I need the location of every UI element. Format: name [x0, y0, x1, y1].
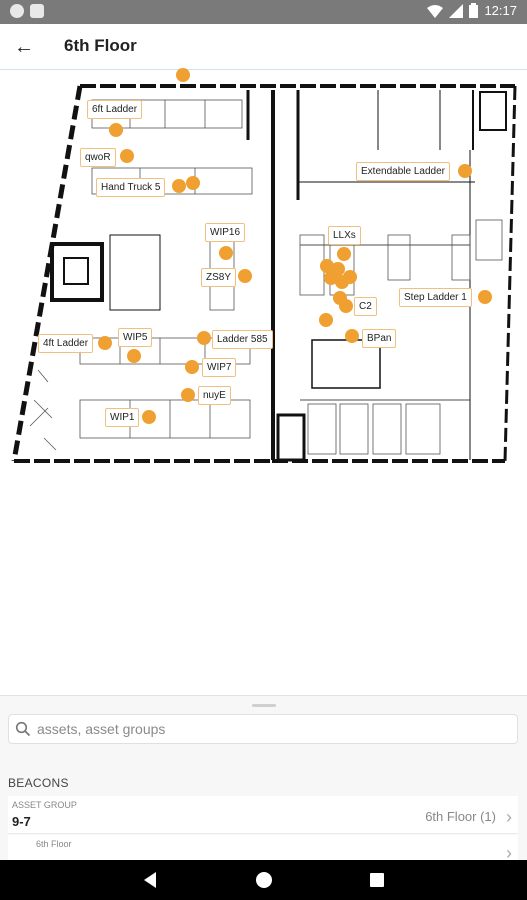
asset-pin[interactable] — [127, 349, 141, 363]
asset-label-4ft-ladder[interactable]: 4ft Ladder — [38, 334, 94, 353]
asset-label-zs8y[interactable]: ZS8Y — [201, 268, 237, 287]
asset-pin[interactable] — [186, 176, 200, 190]
floor-map[interactable]: 6ft Ladder qwoR Hand Truck 5 Extendable … — [0, 68, 527, 695]
asset-label-qwor[interactable]: qwoR — [80, 148, 116, 167]
asset-pin[interactable] — [319, 313, 333, 327]
bottom-sheet: BEACONS ASSET GROUP 9-7 6th Floor (1) › … — [0, 695, 527, 863]
asset-pin[interactable] — [337, 247, 351, 261]
item-caption: 6th Floor — [36, 839, 72, 849]
sd-card-icon — [30, 4, 44, 18]
asset-pin[interactable] — [320, 259, 334, 273]
asset-pin[interactable] — [185, 360, 199, 374]
asset-pin[interactable] — [339, 299, 353, 313]
section-title-beacons: BEACONS — [8, 776, 69, 790]
asset-label-step-ladder[interactable]: Step Ladder 1 — [399, 288, 472, 307]
asset-label-bpan[interactable]: BPan — [362, 329, 397, 348]
item-caption: ASSET GROUP — [12, 800, 77, 810]
asset-pin[interactable] — [478, 290, 492, 304]
asset-pin[interactable] — [345, 329, 359, 343]
asset-pin[interactable] — [176, 68, 190, 82]
chevron-right-icon: › — [506, 807, 512, 827]
nav-recents-icon[interactable] — [370, 873, 384, 887]
battery-icon — [469, 3, 479, 18]
chevron-right-icon: › — [506, 843, 512, 863]
asset-label-wip5[interactable]: WIP5 — [118, 328, 153, 347]
asset-label-wip1[interactable]: WIP1 — [105, 408, 140, 427]
asset-pin[interactable] — [181, 388, 195, 402]
clock: 12:17 — [484, 3, 517, 18]
asset-pin[interactable] — [142, 410, 156, 424]
asset-pin[interactable] — [172, 179, 186, 193]
asset-pin[interactable] — [109, 123, 123, 137]
asset-pin[interactable] — [458, 164, 472, 178]
search-bar[interactable] — [8, 714, 518, 744]
asset-pin[interactable] — [120, 149, 134, 163]
arrow-left-icon[interactable]: ← — [14, 36, 34, 58]
nav-home-icon[interactable] — [256, 872, 272, 888]
item-location: 6th Floor (1) — [425, 809, 496, 824]
nav-back-icon[interactable] — [144, 872, 156, 888]
signal-icon — [449, 3, 464, 18]
asset-label-extendable-ladder[interactable]: Extendable Ladder — [356, 162, 450, 181]
asset-label-hand-truck[interactable]: Hand Truck 5 — [96, 178, 166, 197]
asset-label-ladder-585[interactable]: Ladder 585 — [212, 330, 273, 349]
search-icon — [15, 721, 31, 737]
asset-label-nuye[interactable]: nuyE — [198, 386, 231, 405]
app-bar: ← 6th Floor — [0, 24, 527, 70]
asset-label-llxs[interactable]: LLXs — [328, 226, 361, 245]
asset-pin[interactable] — [335, 275, 349, 289]
status-bar: 12:17 — [0, 0, 527, 24]
asset-pin[interactable] — [219, 246, 233, 260]
asset-pin[interactable] — [238, 269, 252, 283]
asset-pin[interactable] — [197, 331, 211, 345]
list-item[interactable]: ASSET GROUP 9-7 6th Floor (1) › — [8, 796, 518, 834]
item-value: 9-7 — [12, 814, 31, 829]
asset-label-c2[interactable]: C2 — [354, 297, 377, 316]
asset-label-wip16[interactable]: WIP16 — [205, 223, 246, 242]
list-item[interactable]: 6th Floor › — [8, 835, 518, 863]
drag-handle[interactable] — [252, 704, 276, 707]
page-title: 6th Floor — [64, 36, 137, 55]
search-input[interactable] — [37, 719, 507, 739]
asset-pin[interactable] — [98, 336, 112, 350]
asset-label-6ft-ladder[interactable]: 6ft Ladder — [87, 100, 143, 119]
asset-pin[interactable] — [324, 271, 338, 285]
notification-icon — [10, 4, 24, 18]
system-nav-bar — [0, 860, 527, 900]
asset-label-wip7[interactable]: WIP7 — [202, 358, 237, 377]
wifi-icon — [427, 4, 444, 18]
